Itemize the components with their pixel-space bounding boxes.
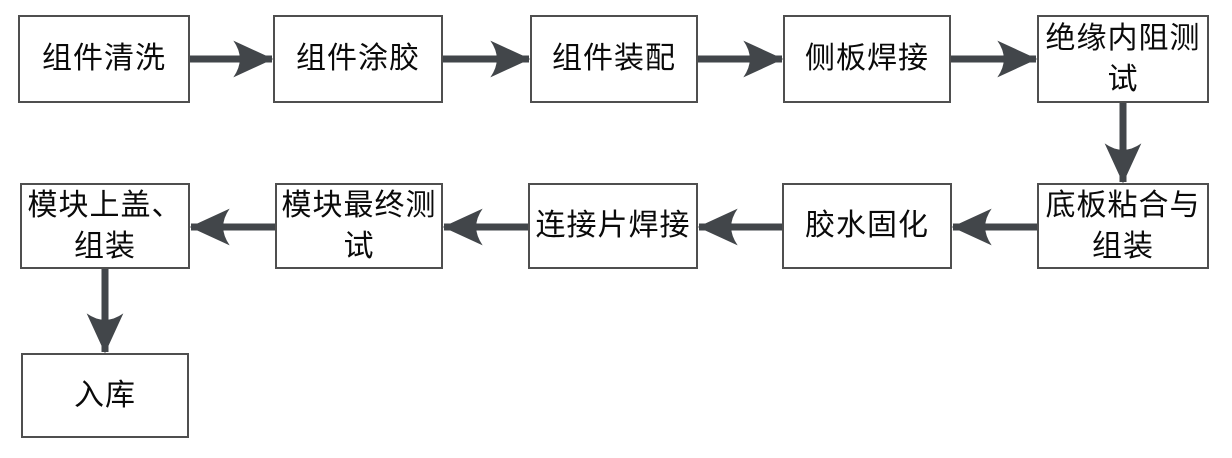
flow-node-warehousing: 入库 [21, 353, 189, 438]
node-label: 底板粘合与 组装 [1045, 187, 1201, 264]
node-label: 连接片焊接 [535, 208, 691, 244]
node-label: 组件清洗 [42, 41, 166, 77]
flow-node-insulation-resistance-test: 绝缘内阻测 试 [1037, 15, 1209, 103]
flow-node-glue-curing: 胶水固化 [782, 183, 952, 269]
flow-node-baseplate-bonding-assembly: 底板粘合与 组装 [1037, 183, 1209, 269]
node-label: 模块上盖、 组装 [27, 187, 183, 264]
node-label: 侧板焊接 [805, 41, 929, 77]
flow-node-component-cleaning: 组件清洗 [18, 15, 190, 103]
flow-node-module-top-cover-assembly: 模块上盖、 组装 [20, 183, 190, 269]
flow-node-module-final-test: 模块最终测 试 [275, 183, 443, 269]
node-label: 胶水固化 [805, 208, 929, 244]
node-label: 组件装配 [552, 41, 676, 77]
node-label: 入库 [74, 377, 136, 413]
flow-node-component-assembly: 组件装配 [530, 15, 698, 103]
node-label: 模块最终测 试 [281, 187, 437, 264]
node-label: 组件涂胶 [296, 41, 420, 77]
flow-node-sideplate-welding: 侧板焊接 [783, 15, 951, 103]
flow-node-connector-tab-welding: 连接片焊接 [528, 183, 698, 269]
node-label: 绝缘内阻测 试 [1045, 20, 1201, 97]
flow-node-component-gluing: 组件涂胶 [273, 15, 443, 103]
